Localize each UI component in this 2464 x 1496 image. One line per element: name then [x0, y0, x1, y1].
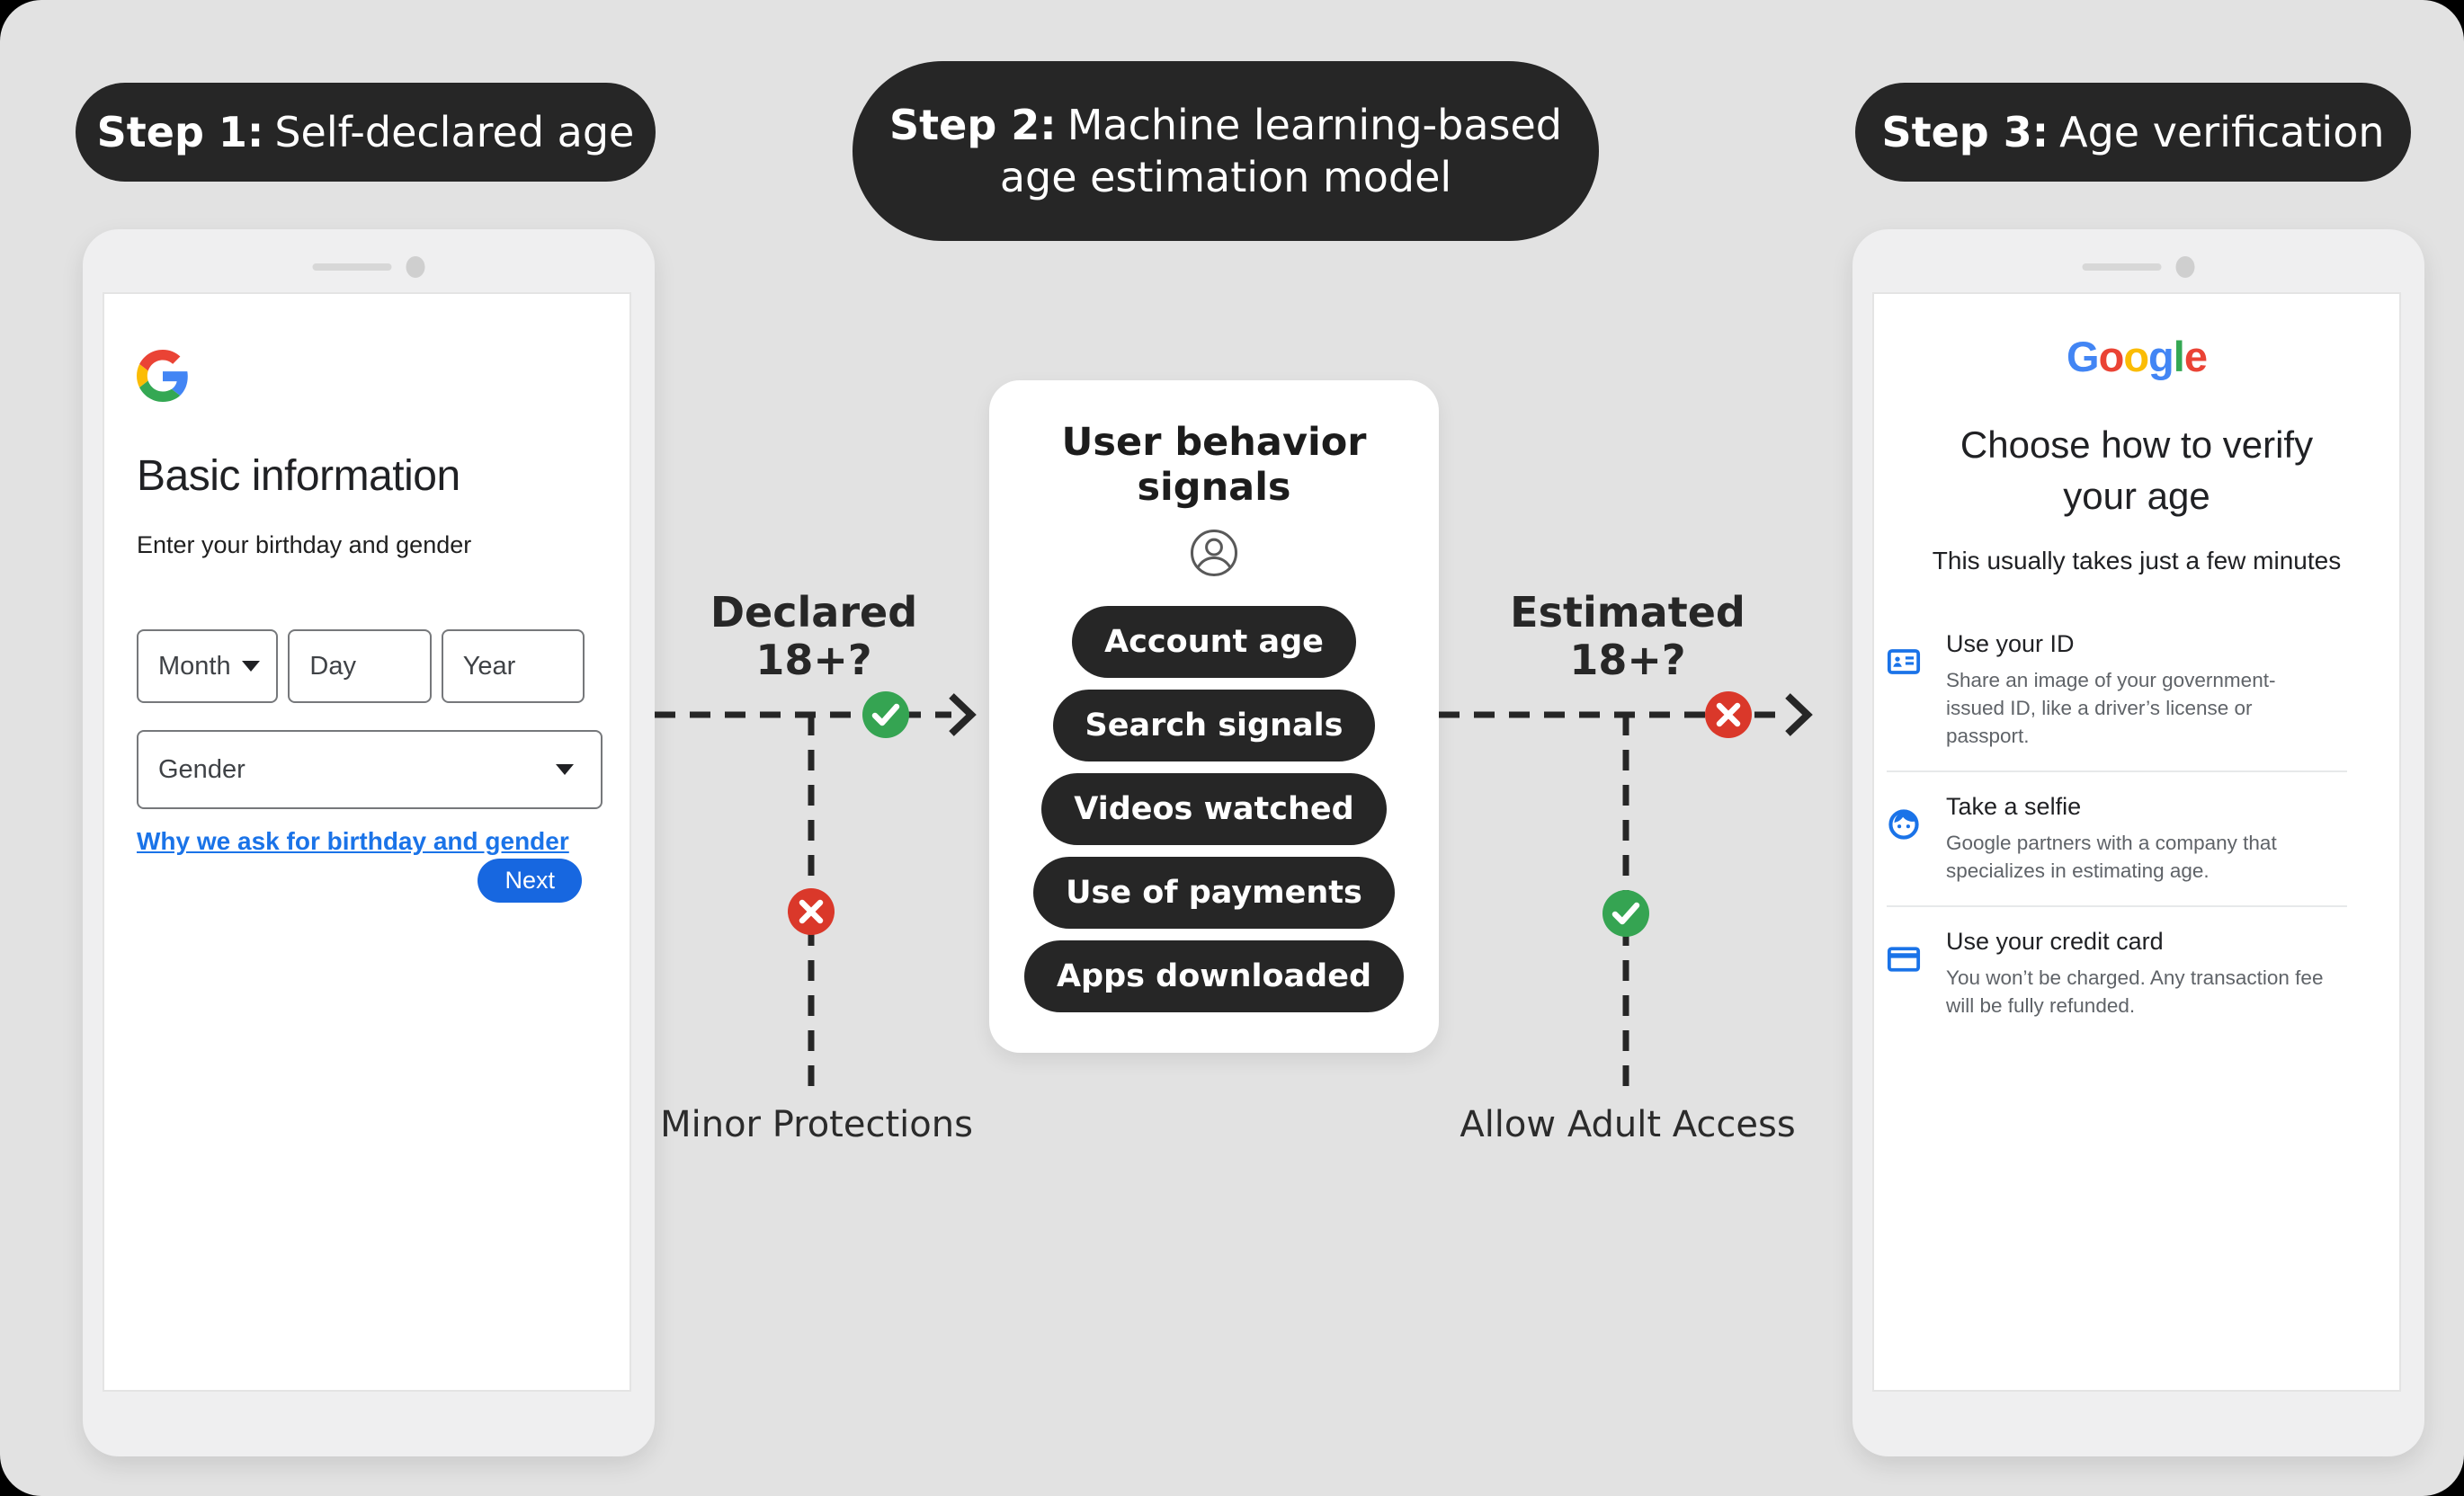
next-button[interactable]: Next — [478, 859, 582, 903]
signup-phone-mockup: Basic information Enter your birthday an… — [83, 229, 655, 1456]
check-circle-icon — [862, 691, 909, 738]
step-1-title: Self-declared age — [274, 108, 635, 156]
year-label: Year — [462, 651, 516, 681]
option-take-a-selfie[interactable]: Take a selfie Google partners with a com… — [1887, 772, 2347, 907]
gender-label: Gender — [158, 754, 246, 784]
camera-dot-icon — [2175, 256, 2195, 278]
signal-list: Account age Search signals Videos watche… — [1023, 606, 1405, 1012]
check-circle-icon — [1602, 890, 1649, 937]
option-use-your-id[interactable]: Use your ID Share an image of your gover… — [1887, 610, 2347, 772]
wordmark-letter: l — [2173, 333, 2185, 380]
wordmark-letter: g — [2148, 333, 2174, 380]
signup-subheading: Enter your birthday and gender — [137, 531, 472, 558]
step-3-title: Age verification — [2059, 108, 2385, 156]
declared-18-question: Declared 18+? — [710, 588, 918, 684]
step-3-prefix: Step 3: — [1881, 108, 2049, 156]
wordmark-letter: e — [2183, 333, 2208, 380]
option-title: Use your credit card — [1946, 928, 2164, 955]
behavior-title-line1: User behavior — [1061, 420, 1367, 465]
wordmark-letter: o — [2123, 333, 2149, 380]
speaker-bar-icon — [2082, 263, 2162, 271]
day-label: Day — [309, 651, 356, 681]
option-desc: You won’t be charged. Any transaction fe… — [1946, 966, 2324, 1017]
step-2-prefix: Step 2: — [889, 101, 1057, 149]
behavior-signals-card: User behavior signals Account age Search… — [989, 380, 1439, 1053]
day-input[interactable]: Day — [288, 629, 432, 703]
person-icon — [1189, 528, 1239, 583]
option-title: Take a selfie — [1946, 793, 2082, 820]
x-circle-icon — [788, 888, 835, 935]
right-connector-arrows — [1439, 691, 1813, 1088]
step-2-title-line1: Machine learning-based — [1067, 101, 1562, 149]
face-icon — [1887, 793, 1946, 885]
credit-card-icon — [1887, 928, 1946, 1020]
step-1-prefix: Step 1: — [96, 108, 264, 156]
chevron-down-icon — [556, 764, 574, 775]
allow-adult-access-label: Allow Adult Access — [1460, 1104, 1796, 1145]
step-1-pill: Step 1:Self-declared age — [76, 83, 656, 182]
verify-screen: Google Choose how to verify your age Thi… — [1872, 292, 2401, 1392]
google-wordmark-logo: Google — [1874, 332, 2399, 381]
signal-pill: Use of payments — [1033, 857, 1395, 929]
x-circle-icon — [1705, 691, 1752, 738]
month-select[interactable]: Month — [137, 629, 279, 703]
why-we-ask-link[interactable]: Why we ask for birthday and gender — [137, 827, 569, 855]
minor-protections-label: Minor Protections — [660, 1104, 973, 1145]
verify-heading-line2: your age — [2063, 475, 2210, 517]
step-2-title-line2: age estimation model — [999, 153, 1452, 201]
signup-heading: Basic information — [137, 452, 460, 500]
option-desc: Google partners with a company that spec… — [1946, 832, 2277, 882]
verify-options-list: Use your ID Share an image of your gover… — [1887, 610, 2347, 1040]
google-g-logo-icon — [137, 350, 188, 402]
wordmark-letter: G — [2067, 333, 2100, 380]
birthday-row: Month Day Year — [137, 629, 585, 703]
signal-pill: Account age — [1072, 606, 1356, 678]
year-input[interactable]: Year — [441, 629, 585, 703]
verify-subheading: This usually takes just a few minutes — [1932, 547, 2342, 574]
camera-dot-icon — [406, 256, 425, 278]
phone-notch — [2082, 256, 2195, 278]
option-title: Use your ID — [1946, 630, 2075, 657]
id-card-icon — [1887, 630, 1946, 750]
gender-select[interactable]: Gender — [137, 730, 603, 809]
signal-pill: Videos watched — [1041, 773, 1387, 845]
behavior-title-line2: signals — [1137, 465, 1291, 510]
month-label: Month — [158, 651, 231, 681]
option-use-your-credit-card[interactable]: Use your credit card You won’t be charge… — [1887, 907, 2347, 1040]
signup-screen: Basic information Enter your birthday an… — [103, 292, 631, 1392]
speaker-bar-icon — [312, 263, 392, 271]
verify-heading-line1: Choose how to verify — [1960, 423, 2314, 466]
phone-notch — [312, 256, 425, 278]
left-connector-arrows — [655, 691, 977, 1088]
option-desc: Share an image of your government-issued… — [1946, 669, 2276, 747]
step-3-pill: Step 3:Age verification — [1855, 83, 2411, 182]
step-2-pill: Step 2:Machine learning-based age estima… — [853, 61, 1599, 241]
chevron-down-icon — [242, 661, 261, 672]
wordmark-letter: o — [2098, 333, 2125, 380]
estimated-18-question: Estimated 18+? — [1510, 588, 1745, 684]
verify-phone-mockup: Google Choose how to verify your age Thi… — [1852, 229, 2424, 1456]
signal-pill: Search signals — [1052, 690, 1376, 761]
signal-pill: Apps downloaded — [1023, 940, 1405, 1012]
